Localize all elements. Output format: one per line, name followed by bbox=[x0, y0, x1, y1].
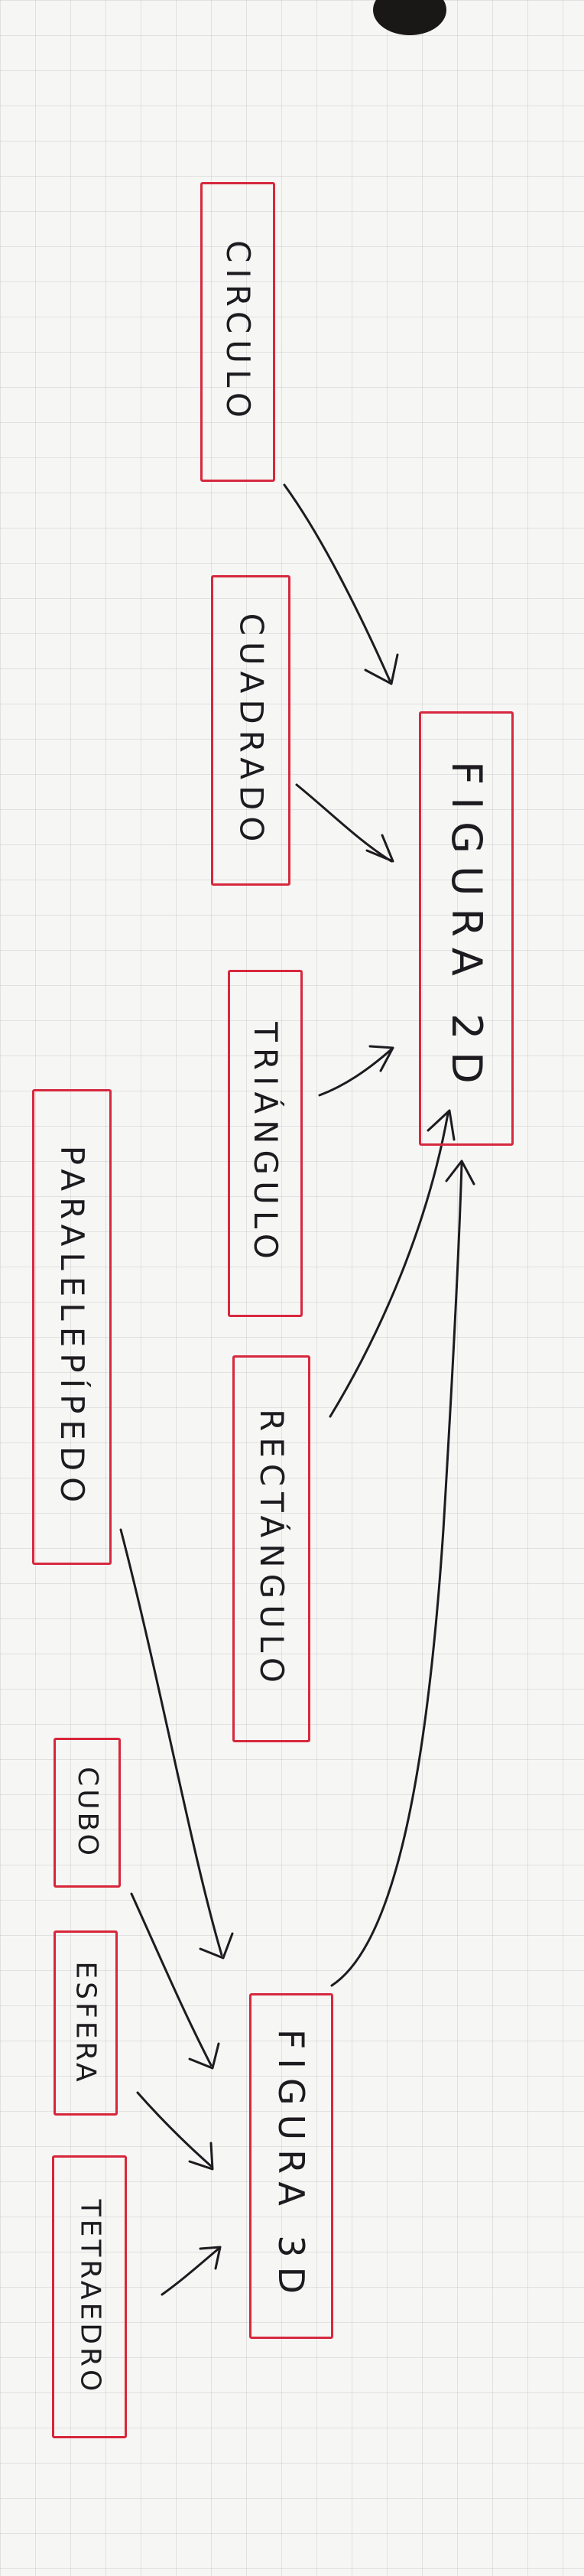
node-paralelepipedo: PARALELEPÍPEDO bbox=[32, 1089, 112, 1565]
node-triangulo: TRIÁNGULO bbox=[228, 970, 303, 1317]
node-tetraedro: TETRAEDRO bbox=[52, 2155, 127, 2438]
node-figura-2d-label: FIGURA 2D bbox=[443, 761, 492, 1096]
node-rectangulo-label: RECTÁNGULO bbox=[253, 1409, 290, 1689]
node-figura-2d: FIGURA 2D bbox=[419, 711, 514, 1146]
arrow-cuadrado-to-figura-2d bbox=[295, 783, 393, 863]
node-circulo: CIRCULO bbox=[200, 182, 275, 482]
arrow-rectangulo-to-figura-2d bbox=[329, 1112, 449, 1418]
arrow-cubo-to-figura-3d bbox=[130, 1892, 213, 2067]
node-figura-3d-label: FIGURA 3D bbox=[271, 2028, 312, 2304]
node-paralelepipedo-label: PARALELEPÍPEDO bbox=[54, 1145, 91, 1509]
arrow-paralelepipedo-to-figura-3d bbox=[119, 1528, 223, 1956]
node-cubo-label: CUBO bbox=[72, 1767, 104, 1859]
arrow-circulo-to-figura-2d bbox=[283, 483, 391, 682]
arrow-esfera-to-figura-3d bbox=[136, 2091, 213, 2168]
node-cuadrado: CUADRADO bbox=[211, 575, 290, 886]
arrow-figura-3d-to-figura-2d bbox=[330, 1163, 463, 1987]
node-cuadrado-label: CUADRADO bbox=[232, 613, 271, 848]
arrow-triangulo-to-figura-2d bbox=[318, 1048, 393, 1097]
arrow-tetraedro-to-figura-3d bbox=[161, 2247, 220, 2296]
node-triangulo-label: TRIÁNGULO bbox=[247, 1022, 284, 1265]
node-circulo-label: CIRCULO bbox=[219, 240, 257, 424]
node-rectangulo: RECTÁNGULO bbox=[232, 1355, 310, 1742]
node-esfera: ESFERA bbox=[54, 1930, 118, 2116]
node-figura-3d: FIGURA 3D bbox=[249, 1993, 333, 2339]
node-cubo: CUBO bbox=[54, 1738, 121, 1888]
node-esfera-label: ESFERA bbox=[70, 1961, 102, 2085]
node-tetraedro-label: TETRAEDRO bbox=[74, 2199, 106, 2395]
